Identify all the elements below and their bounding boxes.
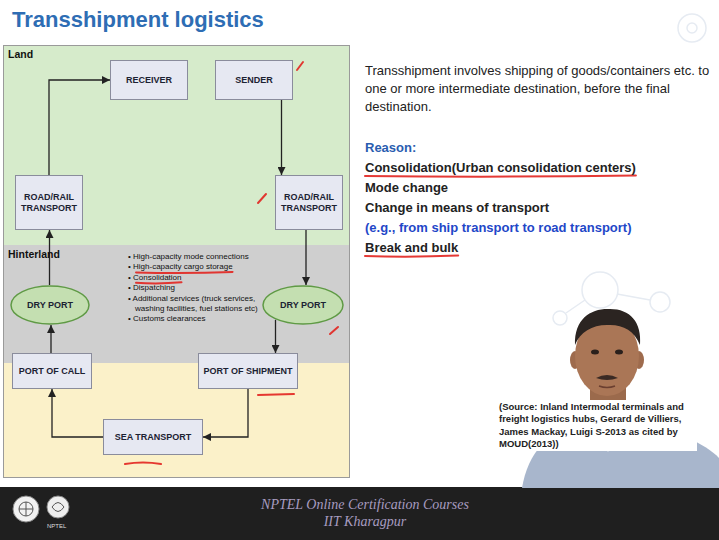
bullet-list: • High-capacity mode connections• High-c… [128, 252, 258, 325]
ellipse-shape [11, 286, 89, 324]
presenter-mouth [599, 386, 615, 388]
logo-caption: NPTEL [47, 523, 66, 530]
node-label: RECEIVER [126, 75, 172, 86]
flow-arrow [52, 389, 103, 437]
presenter-eye [591, 350, 599, 355]
example-note: (e.g., from ship transport to road trans… [365, 218, 715, 238]
pen-mark [365, 256, 458, 257]
bullet-note: • Consolidation [128, 273, 258, 283]
list-heading: Reason: [365, 138, 715, 158]
footer-text: NPTEL Online Certification CoursesIIT Kh… [150, 496, 580, 530]
bullet-note: • Dispatching [128, 283, 258, 293]
port-box: PORT OF CALL [12, 353, 92, 389]
region-band: LandRECEIVER SENDER ROAD/RAIL TRANSPORT ROA… [3, 45, 350, 245]
source-note: (Source: Inland Intermodal terminals and… [497, 400, 697, 451]
transport-box: ROAD/RAIL TRANSPORT [15, 175, 83, 230]
list-item: Consolidation(Urban consolidation center… [365, 158, 715, 178]
reason-list: Reason:Consolidation(Urban consolidation… [365, 138, 715, 258]
location-box: SENDER [215, 60, 293, 100]
node-label: SEA TRANSPORT [115, 432, 192, 443]
dry-port-ellipse: DRY PORT [10, 285, 90, 325]
node-label: DRY PORT [280, 300, 326, 311]
footer-bar [0, 487, 719, 540]
pen-mark [297, 62, 303, 70]
flow-arrow [203, 389, 248, 437]
transport-box: ROAD/RAIL TRANSPORT [275, 175, 343, 230]
footer-logos [0, 487, 90, 540]
label-wrap: Transshipment involves shipping of goods… [365, 62, 710, 116]
presenter-mustache [596, 375, 618, 380]
list-item: Mode change [365, 178, 715, 198]
pen-mark [365, 176, 636, 177]
list-item: Break and bulk [365, 238, 715, 258]
location-box: RECEIVER [110, 60, 188, 100]
title-wrap: Transshipment logistics [12, 7, 264, 33]
bullet-note: • High-capacity cargo storage [128, 262, 258, 272]
list-item: Change in means of transport [365, 198, 715, 218]
bullet-note: • Additional services (truck services, w… [128, 294, 258, 315]
node-label: PORT OF SHIPMENT [203, 366, 292, 377]
presenter-figure [500, 300, 719, 488]
flow-arrow [275, 320, 276, 353]
flow-arrow [281, 100, 282, 175]
nptel-logo [47, 496, 69, 518]
node-label: DRY PORT [27, 300, 73, 311]
pen-mark [258, 194, 266, 203]
label-wrap: NPTEL [47, 523, 66, 530]
flow-arrow [305, 230, 306, 285]
flow-arrow [49, 80, 110, 175]
ellipse-shape [263, 286, 343, 324]
nptel-logo-mark [52, 503, 64, 512]
presenter-hair [575, 309, 640, 345]
slide-title: Transshipment logistics [12, 7, 264, 33]
iit-logo-inner [19, 502, 33, 516]
node-label: ROAD/RAIL TRANSPORT [279, 192, 339, 214]
iit-logo [13, 496, 39, 522]
iit-logo-mark [19, 502, 33, 516]
bullet-note: • Customs clearances [128, 314, 258, 324]
dry-port-ellipse: DRY PORT [262, 285, 344, 325]
definition-text: Transshipment involves shipping of goods… [365, 62, 710, 116]
pen-mark [258, 394, 294, 395]
footer-line: NPTEL Online Certification Courses [150, 496, 580, 513]
node-label: PORT OF CALL [19, 366, 86, 377]
pen-mark [125, 463, 161, 465]
node-label: SENDER [235, 75, 273, 86]
presenter-eye [615, 350, 623, 355]
label-wrap: (Source: Inland Intermodal terminals and… [497, 400, 697, 451]
node-label: ROAD/RAIL TRANSPORT [19, 192, 79, 214]
pen-mark [330, 327, 338, 334]
bullet-note: • High-capacity mode connections [128, 252, 258, 262]
footer-line: IIT Kharagpur [150, 513, 580, 530]
port-box: PORT OF SHIPMENT [198, 353, 298, 389]
transport-box: SEA TRANSPORT [103, 419, 203, 455]
flow-arrow [50, 325, 51, 353]
band-label: Land [8, 48, 345, 61]
